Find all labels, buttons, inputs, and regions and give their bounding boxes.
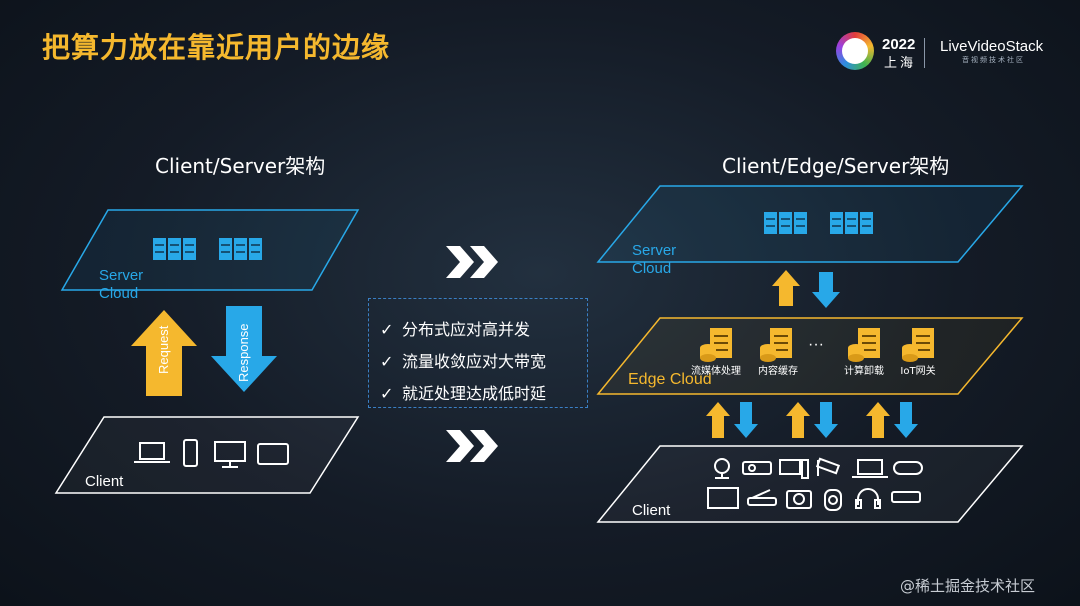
edge-cloud-label: Edge Cloud — [628, 371, 712, 388]
response-arrow — [211, 306, 277, 392]
laptop-icon — [134, 442, 170, 463]
right-server-plane — [596, 185, 1024, 263]
edge-service-label: 计算卸载 — [844, 366, 884, 377]
edge-ellipsis: ··· — [808, 336, 824, 353]
logo-brand: LiveVideoStack — [940, 38, 1044, 55]
conference-logo-icon — [836, 32, 874, 70]
check-icon: ✓ — [380, 320, 394, 339]
headphones-icon — [855, 488, 881, 509]
left-server-icon-1 — [152, 237, 197, 261]
tablet-icon-2 — [707, 487, 739, 509]
response-label: Response — [236, 323, 251, 382]
request-arrow — [131, 310, 197, 396]
projector-icon — [742, 461, 772, 475]
right-heading: Client/Edge/Server架构 — [722, 154, 950, 178]
monitor-icon — [214, 441, 246, 468]
left-heading: Client/Server架构 — [155, 154, 326, 178]
feature-item-1: ✓分布式应对高并发 — [380, 320, 531, 339]
feature-item-3: ✓就近处理达成低时延 — [380, 384, 547, 403]
left-server-icon-2 — [218, 237, 263, 261]
edge-service-label: 流媒体处理 — [691, 366, 741, 377]
request-label: Request — [156, 325, 171, 374]
logo-year: 2022 — [882, 36, 916, 53]
check-icon: ✓ — [380, 352, 394, 371]
client-edge-arrows — [706, 402, 918, 438]
settop-box-icon — [891, 491, 921, 503]
left-server-label: Server Cloud — [99, 267, 144, 302]
feature-item-2: ✓流量收敛应对大带宽 — [380, 352, 547, 371]
webcam-icon — [714, 458, 730, 479]
edge-service-label: 内容缓存 — [758, 366, 798, 377]
cctv-icon — [815, 457, 841, 476]
router-icon — [747, 489, 777, 506]
logo-divider — [924, 38, 925, 68]
desktop-icon — [779, 459, 809, 479]
edge-up-arrow — [772, 270, 800, 306]
chevron-right-icon-bottom — [446, 430, 498, 462]
features-box — [368, 298, 588, 408]
logo-tagline: 音视频技术社区 — [962, 56, 1025, 64]
smartwatch-icon — [824, 489, 842, 511]
vr-headset-icon — [893, 461, 923, 475]
laptop-icon-2 — [852, 459, 888, 478]
watermark: @稀土掘金技术社区 — [900, 577, 1036, 595]
logo-city: 上海 — [884, 56, 917, 71]
tablet-icon — [257, 443, 289, 465]
left-client-plane — [54, 416, 360, 494]
phone-icon — [183, 439, 198, 467]
edge-down-arrow — [812, 272, 840, 308]
check-icon: ✓ — [380, 384, 394, 403]
left-client-label: Client — [85, 473, 124, 490]
camera-icon — [786, 490, 812, 509]
right-server-icon-2 — [829, 211, 874, 235]
right-server-label: Server Cloud — [632, 242, 677, 277]
chevron-right-icon-top — [446, 246, 498, 278]
edge-service-label: IoT网关 — [900, 366, 936, 377]
left-server-plane — [60, 209, 360, 291]
right-client-label: Client — [632, 502, 671, 519]
page-title: 把算力放在靠近用户的边缘 — [42, 31, 391, 64]
right-server-icon-1 — [763, 211, 808, 235]
